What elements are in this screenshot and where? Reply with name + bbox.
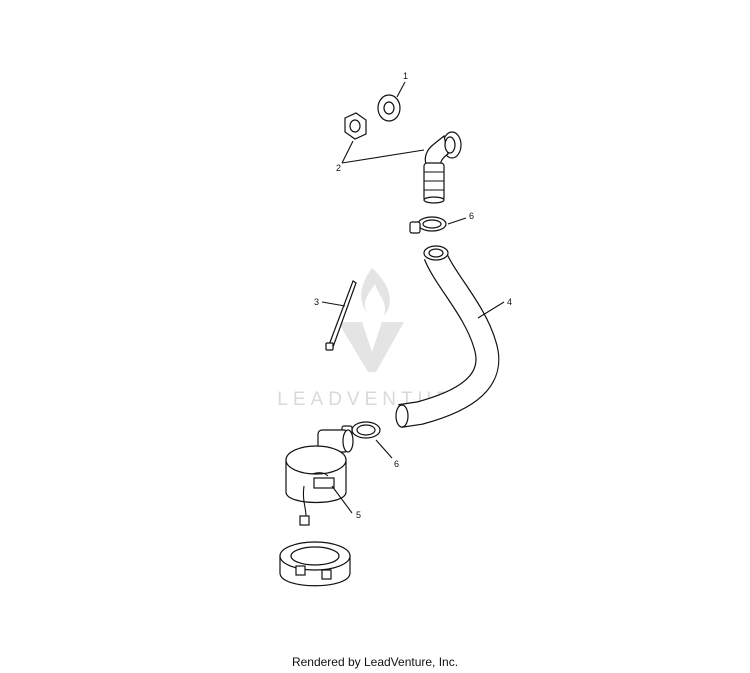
callout-number-2: 2 [336, 163, 341, 173]
part-washer [377, 94, 401, 122]
footer-credit: Rendered by LeadVenture, Inc. [291, 655, 459, 669]
callout-number-5: 5 [356, 510, 361, 520]
callout-number-1: 1 [403, 71, 408, 81]
leader-lines [321, 81, 505, 514]
part-base-ring [279, 541, 351, 587]
callout-number-3: 3 [314, 297, 319, 307]
part-hex-nut [344, 112, 367, 140]
part-pump [285, 429, 354, 526]
callout-number-6-lower: 6 [394, 459, 399, 469]
part-elbow-fitting [423, 131, 462, 204]
part-hose [395, 245, 500, 428]
callouts: 1 2 3 4 5 6 6 [314, 71, 512, 520]
part-hose-clamp-upper [409, 216, 447, 234]
part-cable-tie [325, 280, 357, 351]
watermark-v-icon [338, 322, 404, 372]
callout-number-6-upper: 6 [469, 211, 474, 221]
callout-number-4: 4 [507, 297, 512, 307]
watermark-flame-icon [361, 268, 390, 316]
